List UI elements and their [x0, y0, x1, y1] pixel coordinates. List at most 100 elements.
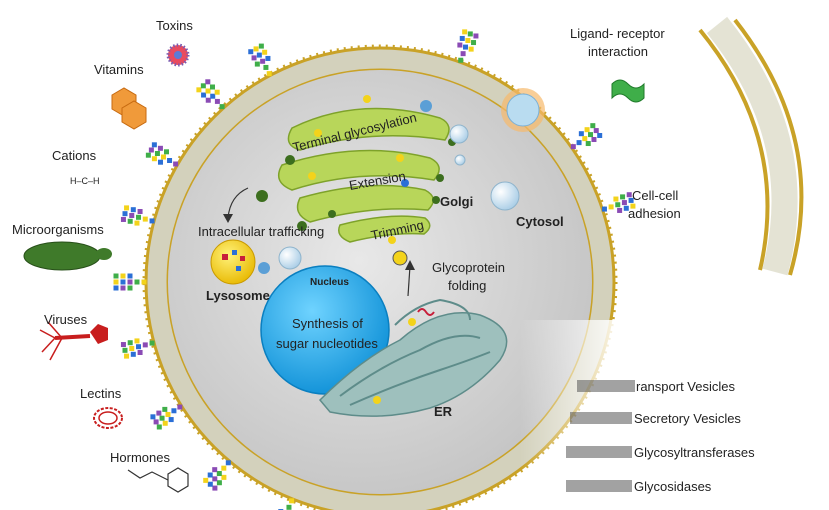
glycan-residue — [165, 411, 171, 417]
label-lectins: Lectins — [80, 386, 122, 401]
label-ligand-receptor-1: Ligand- receptor — [570, 26, 665, 41]
glycan-residue — [113, 273, 119, 279]
legend-transport-vesicles: ransport Vesicles — [636, 379, 735, 394]
glycan-residue — [149, 218, 155, 224]
glycan-residue — [205, 88, 211, 94]
glycan-residue — [136, 214, 142, 220]
glycan-residue — [590, 123, 596, 129]
glycan-residue — [120, 279, 126, 285]
glycan-residue — [588, 132, 594, 138]
microorganism — [23, 241, 112, 271]
glycan-residue — [221, 474, 227, 480]
glycan-residue — [214, 89, 220, 95]
label-glycoprotein-2: folding — [448, 278, 486, 293]
glycan-residue — [159, 415, 165, 421]
glycan-residue — [253, 46, 259, 52]
label-hormones: Hormones — [110, 450, 170, 465]
glycan-residue — [124, 205, 130, 211]
folding-arrow — [407, 265, 411, 297]
label-lysosome: Lysosome — [206, 288, 270, 303]
label-glycoprotein-1: Glycoprotein — [432, 260, 505, 275]
label-golgi: Golgi — [440, 194, 473, 209]
glycan-residue — [122, 211, 128, 217]
label-cell-cell-2: adhesion — [628, 206, 681, 221]
glycan-residue — [570, 144, 576, 150]
glycan-residue — [205, 79, 211, 85]
glycan-residue — [258, 43, 264, 49]
glycan-residue — [263, 64, 269, 70]
glycan-residue — [613, 196, 619, 202]
glycan-residue — [145, 152, 151, 158]
lysosome — [210, 239, 302, 285]
glycan-residue — [207, 481, 213, 487]
glycan-residue — [148, 147, 154, 153]
glycan-residue — [212, 467, 218, 473]
glycan-residue — [615, 202, 621, 208]
glycan-residue — [459, 35, 465, 41]
glycan-residue — [157, 159, 163, 165]
glycan-residue — [458, 57, 464, 63]
glycan-residue — [177, 404, 183, 410]
glycan-residue — [248, 49, 254, 55]
glycan-residue — [262, 49, 268, 55]
glycan-residue — [120, 342, 126, 348]
glycan-residue — [626, 192, 632, 198]
glycan-residue — [150, 414, 156, 420]
glycan-residue — [582, 136, 588, 142]
glycan-residue — [203, 477, 209, 483]
glycan-residue — [207, 472, 213, 478]
glycan-residue — [130, 351, 136, 357]
label-viruses: Viruses — [44, 312, 88, 327]
glycan-residue — [256, 52, 262, 58]
glycan-residue — [163, 149, 169, 155]
label-microorganisms: Microorganisms — [12, 222, 104, 237]
virus-particle — [39, 321, 108, 361]
label-synthesis-2: sugar nucleotides — [276, 336, 378, 351]
glycan-residue — [167, 158, 173, 163]
glycan-residue — [120, 273, 126, 279]
glycan-residue — [608, 204, 614, 210]
glycan-residue — [122, 347, 128, 353]
legend-glycosidases: Glycosidases — [634, 479, 712, 494]
glycan-residue — [601, 206, 607, 212]
glycan-residue — [127, 279, 133, 285]
receptor-protein — [501, 79, 645, 132]
glycan-residue — [463, 44, 469, 50]
glycan-residue — [124, 353, 130, 359]
label-intracellular-trafficking: Intracellular trafficking — [198, 224, 324, 239]
glycan-residue — [597, 132, 603, 138]
glycan-residue — [113, 285, 119, 291]
glycan-residue — [136, 344, 142, 350]
vitamin-molecule — [111, 87, 147, 130]
glycan-residue — [134, 338, 140, 344]
legend-glycosyltransferases: Glycosyltransferases — [634, 445, 755, 460]
cytosol-vesicle — [490, 181, 520, 211]
label-cytosol: Cytosol — [516, 214, 564, 229]
glycan-residue — [151, 142, 157, 148]
glycan-residue — [286, 504, 292, 510]
glycan-residue — [149, 340, 155, 346]
glycan-residue — [221, 465, 227, 471]
glycan-residue — [593, 128, 599, 134]
glycan-residue — [137, 350, 143, 356]
glycan-residue — [216, 480, 222, 486]
glycan-residue — [156, 424, 162, 430]
glycan-residue — [168, 417, 174, 423]
glycan-residue — [156, 410, 162, 416]
glycan-residue — [251, 55, 257, 61]
glycan-residue — [578, 131, 584, 137]
glycan-residue — [617, 207, 623, 213]
label-nucleus: Nucleus — [310, 277, 349, 288]
glycan-residue — [120, 216, 126, 222]
glycan-residue — [157, 145, 163, 151]
glycan-residue — [162, 406, 168, 412]
glycan-residue — [265, 55, 271, 61]
label-cations: Cations — [52, 148, 97, 163]
glycan-residue — [210, 93, 216, 99]
glycan-residue — [591, 137, 597, 143]
glycan-residue — [212, 485, 218, 491]
nucleus — [260, 265, 390, 395]
glycan-residue — [457, 42, 463, 48]
glycan-residue — [196, 87, 202, 93]
